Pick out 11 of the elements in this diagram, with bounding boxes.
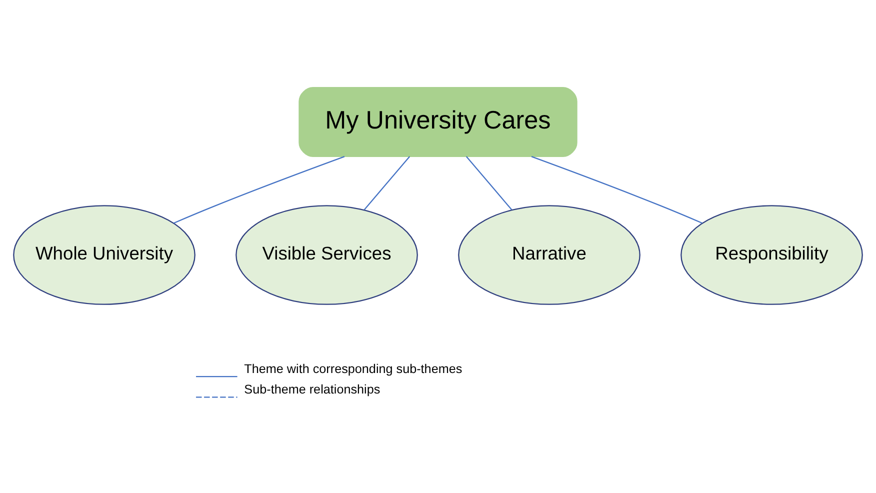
connector xyxy=(466,156,512,210)
legend-label: Theme with corresponding sub-themes xyxy=(244,361,462,376)
node-ellipse: Visible Services xyxy=(236,204,418,304)
legend-label: Sub-theme relationships xyxy=(244,382,380,396)
node-ellipse: Narrative xyxy=(458,204,640,304)
connector xyxy=(174,156,345,224)
node-box: My University Cares xyxy=(298,86,578,156)
node-ellipse: Whole University xyxy=(13,204,196,304)
node-ellipse: Responsibility xyxy=(680,204,863,304)
connector xyxy=(531,156,702,224)
connector xyxy=(364,156,410,210)
